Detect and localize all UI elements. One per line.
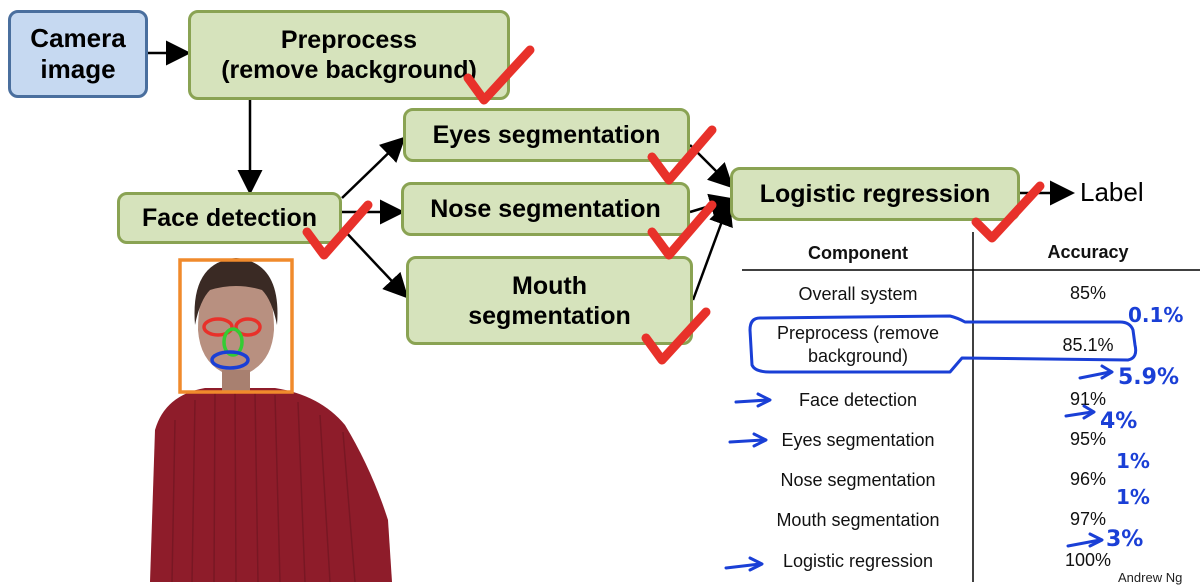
note-face: 5.9% <box>1118 365 1179 390</box>
row-component: Logistic regression <box>782 551 934 571</box>
camera-image-box: Camera image <box>8 10 148 98</box>
right-eye-marker <box>234 317 262 337</box>
ink-arrow-eyes-head-icon <box>752 432 768 448</box>
author-credit: Andrew Ng <box>1118 570 1183 585</box>
mouth-segmentation-label: Mouth segmentation <box>468 271 631 330</box>
row-accuracy: 85.1% <box>1062 335 1114 355</box>
ink-notes: 0.1% 5.9% 4% 1% 1% 3% <box>1100 303 1183 552</box>
logistic-regression-box: Logistic regression <box>730 167 1020 221</box>
arrow-face-to-mouth <box>341 227 409 299</box>
camera-image-label: Camera image <box>30 22 126 84</box>
eyes-segmentation-box: Eyes segmentation <box>403 108 690 162</box>
note-logistic: 3% <box>1106 527 1143 552</box>
check-logistic-icon <box>971 181 1045 243</box>
arrow-face-to-eyes <box>341 136 406 199</box>
row-accuracy: 91% <box>1069 389 1107 409</box>
note-preprocess: 0.1% <box>1128 303 1183 327</box>
ink-arrow-face-head-icon <box>756 392 772 408</box>
note-nose: 1% <box>1116 449 1150 473</box>
check-nose-icon <box>647 200 717 260</box>
preprocess-label: Preprocess (remove background) <box>221 26 477 84</box>
row-component: Eyes segmentation <box>781 430 935 450</box>
row-accuracy: 96% <box>1069 469 1107 489</box>
person-photo <box>150 258 392 582</box>
eyes-segmentation-label: Eyes segmentation <box>432 121 661 149</box>
ink-arrow-icon <box>1066 538 1102 548</box>
header-component: Component <box>808 243 908 263</box>
ink-arrow-icon <box>1078 370 1112 380</box>
row-component: Face detection <box>798 390 918 410</box>
ink-arrow-face-icon <box>734 398 770 404</box>
ink-annotations <box>724 314 1138 572</box>
highlight-preprocess-outline <box>748 314 1138 374</box>
row-accuracy: 85% <box>1069 283 1107 303</box>
ink-arrow-eyes-icon <box>728 438 766 444</box>
output-label: Label <box>1080 177 1144 207</box>
row-component: Nose segmentation <box>780 470 936 490</box>
nose-segmentation-box: Nose segmentation <box>401 182 690 236</box>
left-eye-marker <box>202 317 234 337</box>
check-preprocess-icon <box>463 45 535 105</box>
logistic-regression-label: Logistic regression <box>759 180 991 208</box>
ink-arrow-head-icon <box>1100 364 1114 380</box>
arrow-mouth-to-logistic <box>691 200 733 301</box>
row-component: Overall system <box>798 284 918 304</box>
row-accuracy: 95% <box>1069 429 1107 449</box>
nose-segmentation-label: Nose segmentation <box>430 195 661 223</box>
check-mouth-icon <box>641 307 711 365</box>
face-detection-box: Face detection <box>117 192 342 244</box>
ink-arrow-head-icon <box>1082 404 1096 420</box>
check-marks <box>302 45 1045 365</box>
ink-arrow-icon <box>1064 410 1094 418</box>
preprocess-box: Preprocess (remove background) <box>188 10 510 100</box>
header-accuracy: Accuracy <box>1047 242 1129 262</box>
face-bounding-box <box>178 258 294 394</box>
ink-arrow-logistic-head-icon <box>748 556 764 572</box>
row-accuracy: 100% <box>1064 550 1112 570</box>
ink-arrow-head-icon <box>1088 532 1104 548</box>
row-component: Preprocess (remove background) <box>776 323 940 367</box>
mouth-segmentation-box: Mouth segmentation <box>406 256 693 345</box>
nose-marker <box>222 327 244 357</box>
mouth-marker <box>210 350 250 370</box>
row-component: Mouth segmentation <box>776 510 940 530</box>
note-mouth: 1% <box>1116 485 1150 509</box>
check-eyes-icon <box>647 125 717 185</box>
face-detection-label: Face detection <box>141 204 318 232</box>
ink-arrow-logistic-icon <box>724 562 762 570</box>
check-face-icon <box>302 200 373 260</box>
note-eyes: 4% <box>1100 409 1137 434</box>
row-accuracy: 97% <box>1069 509 1107 529</box>
